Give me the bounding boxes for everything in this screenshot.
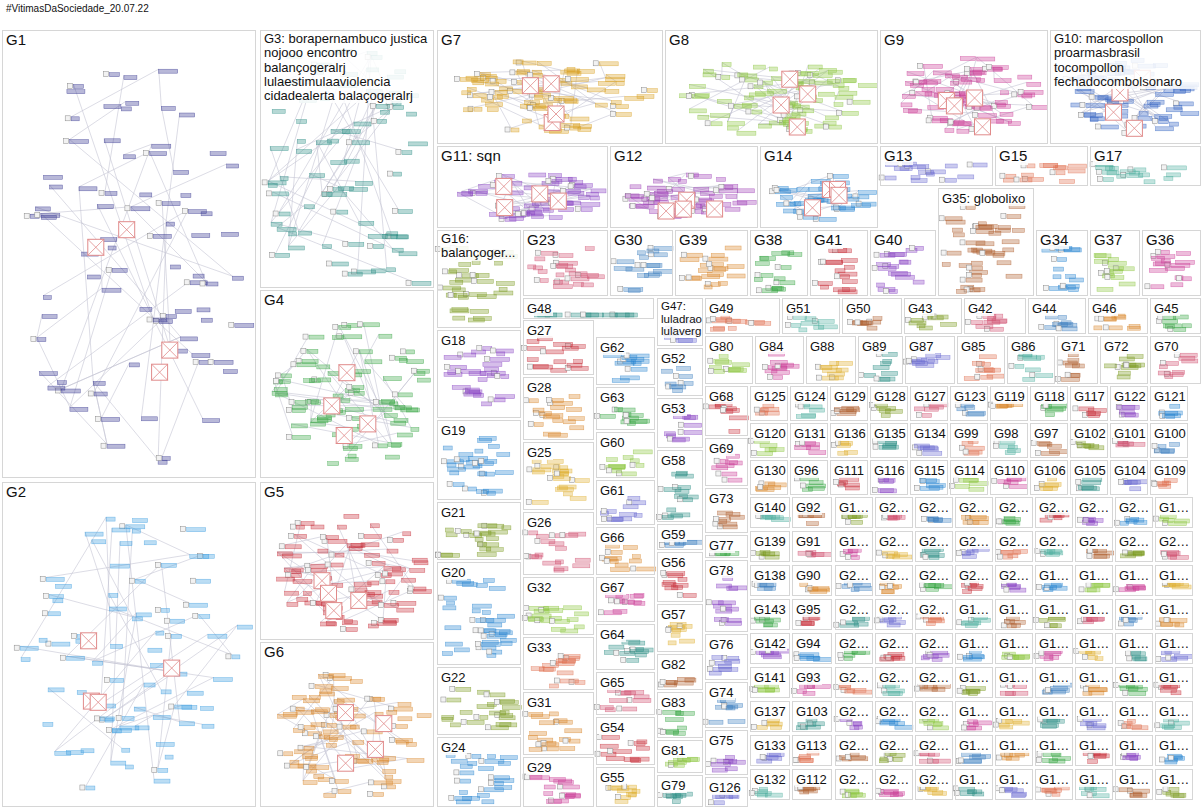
graph-canvas: #VitimasDaSociedade_20.07.22G1G3: borape… <box>0 0 1203 809</box>
